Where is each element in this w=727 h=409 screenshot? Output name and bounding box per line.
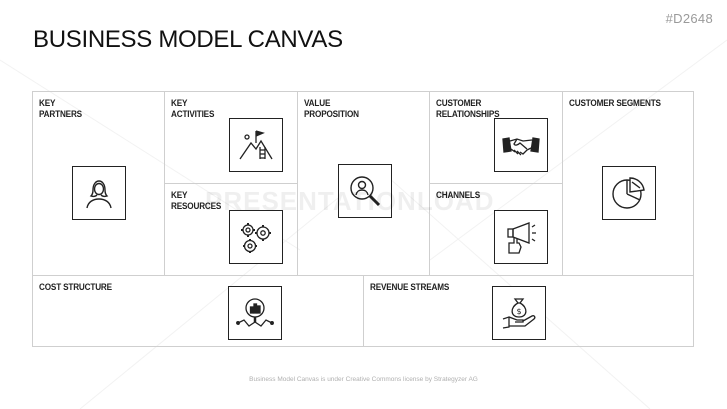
cost-structure-block: COST STRUCTURE [32,275,364,347]
key-activities-block: KEY ACTIVITIES [164,91,298,184]
channels-label: CHANNELS [436,190,481,201]
watermark: PRESENTATIONLOAD [205,186,495,216]
revenue-streams-icon-box: $ [492,286,546,340]
customer-relationships-label: CUSTOMER RELATIONSHIPS [436,98,500,120]
key-partners-block: KEY PARTNERS [32,91,165,276]
key-activities-icon-box [229,118,283,172]
key-resources-block: KEY RESOURCES [164,183,298,276]
handshake-icon [502,137,540,156]
key-activities-label: KEY ACTIVITIES [171,98,215,120]
money-bag-hand-icon: $ [502,298,536,329]
customer-relationships-icon-box [494,118,548,172]
megaphone-icon [507,222,536,254]
channels-icon-box [494,210,548,264]
key-resources-icon-box [229,210,283,264]
customer-segments-label: CUSTOMER SEGMENTS [569,98,661,109]
revenue-streams-label: REVENUE STREAMS [370,282,450,293]
key-resources-label: KEY RESOURCES [171,190,222,212]
page-title: BUSINESS MODEL CANVAS [33,26,343,53]
person-icon [86,180,112,209]
svg-text:$: $ [516,307,521,316]
cost-structure-icon-box [228,286,282,340]
key-partners-icon-box [72,166,126,220]
customer-segments-icon-box [602,166,656,220]
customer-relationships-block: CUSTOMER RELATIONSHIPS [429,91,563,184]
mountain-flag-icon [239,130,273,160]
revenue-streams-block: REVENUE STREAMS $ [363,275,694,347]
footer-note: Business Model Canvas is under Creative … [249,376,478,383]
chart-magnifier-icon [236,298,274,327]
gears-icon [241,223,271,253]
user-search-icon [350,176,381,207]
cost-structure-label: COST STRUCTURE [39,282,112,293]
customer-segments-block: CUSTOMER SEGMENTS [562,91,694,276]
value-proposition-label: VALUE PROPOSITION [304,98,359,120]
slide-id: #D2648 [665,11,713,26]
value-proposition-block: VALUE PROPOSITION [297,91,430,276]
value-proposition-icon-box [338,164,392,218]
business-model-canvas: KEY PARTNERS KEY ACTIVITIES [32,91,694,347]
pie-chart-icon [612,177,645,209]
key-partners-label: KEY PARTNERS [39,98,82,120]
